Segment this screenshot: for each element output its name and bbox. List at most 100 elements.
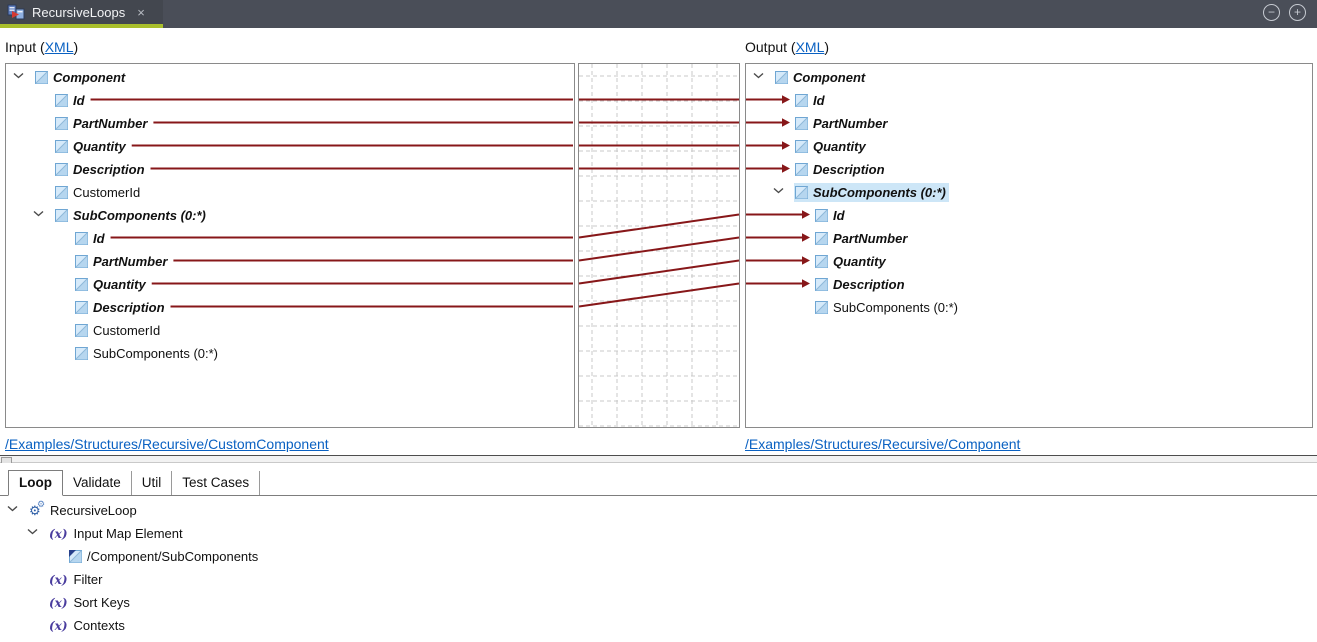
xml-element-icon: [795, 163, 808, 176]
xpath-expression-icon: (x): [49, 526, 68, 541]
tree-row[interactable]: Quantity: [6, 135, 574, 158]
tree-row[interactable]: Id: [746, 89, 1312, 112]
tab-test-cases[interactable]: Test Cases: [172, 471, 261, 495]
chevron-down-icon[interactable]: [7, 505, 18, 512]
tree-row[interactable]: Description: [6, 158, 574, 181]
tree-row[interactable]: Description: [746, 158, 1312, 181]
tree-row[interactable]: Description: [746, 273, 1312, 296]
mapping-grid: [579, 64, 739, 427]
tree-row[interactable]: SubComponents (0:*): [6, 342, 574, 365]
xml-element-icon: [55, 140, 68, 153]
xml-element-icon: [75, 278, 88, 291]
input-structure-link[interactable]: /Examples/Structures/Recursive/CustomCom…: [5, 436, 329, 452]
xml-element-icon: [795, 186, 808, 199]
xpath-expression-icon: (x): [49, 572, 68, 587]
output-pane-label: Output (XML): [745, 39, 830, 55]
xml-element-icon: [55, 209, 68, 222]
xml-element-icon: [75, 347, 88, 360]
tree-row[interactable]: ⚙⚙RecursiveLoop: [0, 499, 1317, 522]
tree-row[interactable]: PartNumber: [746, 112, 1312, 135]
output-xml-link[interactable]: XML: [795, 39, 825, 55]
xml-element-icon: [35, 71, 48, 84]
tree-item-label: Description: [813, 162, 885, 177]
tree-row[interactable]: (x)Input Map Element: [0, 522, 1317, 545]
gears-icon: ⚙⚙: [29, 499, 46, 518]
tree-item-label: Quantity: [813, 139, 866, 154]
tab-util[interactable]: Util: [132, 471, 173, 495]
tree-item-label: Component: [793, 70, 866, 85]
tree-item-label: /Component/SubComponents: [87, 549, 259, 564]
xml-element-icon: [795, 117, 808, 130]
xml-element-icon: [775, 71, 788, 84]
tree-row[interactable]: (x) Filter: [0, 568, 1317, 591]
tab-loop[interactable]: Loop: [8, 470, 63, 496]
xml-element-icon: [55, 163, 68, 176]
chevron-down-icon[interactable]: [753, 72, 764, 79]
tree-row[interactable]: Id: [6, 227, 574, 250]
tree-row[interactable]: Quantity: [746, 135, 1312, 158]
tree-item-label: Component: [53, 70, 126, 85]
xml-element-icon: [75, 324, 88, 337]
tree-item-label: PartNumber: [833, 231, 908, 246]
xml-element-icon: [55, 94, 68, 107]
editor-tab-bar: RecursiveLoops × − +: [0, 0, 1317, 28]
tree-row[interactable]: (x)Sort Keys: [0, 591, 1317, 614]
editor-tab-recursiveloops[interactable]: RecursiveLoops ×: [0, 0, 163, 24]
tree-row[interactable]: CustomerId: [6, 181, 574, 204]
xml-element-icon: [55, 186, 68, 199]
minimize-view-button[interactable]: −: [1263, 4, 1280, 21]
tree-item-label: Description: [833, 277, 905, 292]
tree-item-label: Id: [93, 231, 105, 246]
chevron-down-icon[interactable]: [773, 187, 784, 194]
tree-row[interactable]: Description: [6, 296, 574, 319]
tree-row[interactable]: Id: [6, 89, 574, 112]
tree-row[interactable]: SubComponents (0:*): [6, 204, 574, 227]
tree-row[interactable]: (x)Contexts: [0, 614, 1317, 637]
tree-item-label: CustomerId: [93, 323, 161, 338]
tree-row[interactable]: PartNumber: [746, 227, 1312, 250]
tree-item-label: PartNumber: [73, 116, 148, 131]
tree-row[interactable]: PartNumber: [6, 112, 574, 135]
tree-item-label: Id: [813, 93, 825, 108]
tree-row[interactable]: Component: [6, 66, 574, 89]
loop-properties-tree: ⚙⚙RecursiveLoop(x)Input Map Element/Comp…: [0, 497, 1317, 642]
active-tab-accent: [0, 24, 163, 28]
close-icon[interactable]: ×: [137, 4, 145, 20]
tab-validate[interactable]: Validate: [63, 471, 132, 495]
maximize-view-button[interactable]: +: [1289, 4, 1306, 21]
horizontal-splitter[interactable]: [0, 455, 1317, 464]
tree-row[interactable]: Component: [746, 66, 1312, 89]
tree-row[interactable]: Quantity: [6, 273, 574, 296]
tree-row[interactable]: CustomerId: [6, 319, 574, 342]
input-pane-label: Input (XML): [5, 39, 79, 55]
xml-element-icon: [795, 94, 808, 107]
mapping-document-icon: [7, 4, 25, 20]
input-xml-link[interactable]: XML: [44, 39, 74, 55]
tree-row[interactable]: SubComponents (0:*): [746, 296, 1312, 319]
tree-item-label: CustomerId: [73, 185, 141, 200]
xml-element-ref-icon: [69, 550, 82, 563]
tree-row[interactable]: /Component/SubComponents: [0, 545, 1317, 568]
tree-row[interactable]: Quantity: [746, 250, 1312, 273]
tree-item-label: SubComponents (0:*): [813, 185, 946, 200]
tree-item-label: Id: [833, 208, 845, 223]
tree-row[interactable]: Id: [746, 204, 1312, 227]
chevron-down-icon[interactable]: [13, 72, 24, 79]
tree-row[interactable]: PartNumber: [6, 250, 574, 273]
xml-element-icon: [815, 278, 828, 291]
xml-element-icon: [75, 301, 88, 314]
xml-element-icon: [815, 232, 828, 245]
tree-item-label: SubComponents (0:*): [73, 208, 206, 223]
xml-element-icon: [75, 232, 88, 245]
chevron-down-icon[interactable]: [27, 528, 38, 535]
tree-row[interactable]: SubComponents (0:*): [746, 181, 1312, 204]
tree-item-label: Filter: [73, 572, 103, 587]
output-structure-link[interactable]: /Examples/Structures/Recursive/Component: [745, 436, 1021, 452]
chevron-down-icon[interactable]: [33, 210, 44, 217]
xml-element-icon: [815, 255, 828, 268]
mapping-canvas[interactable]: [578, 63, 740, 428]
